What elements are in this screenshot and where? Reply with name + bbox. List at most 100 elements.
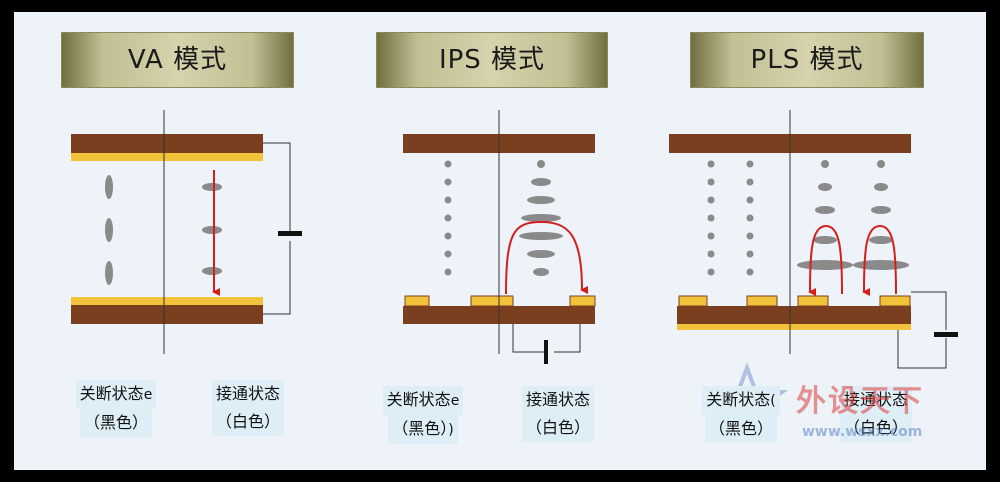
ips-off-state: 关断状态: [386, 390, 451, 409]
va-on-color: （白色）: [211, 408, 284, 436]
lc-molecule: [202, 267, 222, 275]
lc-molecule: [105, 261, 113, 285]
pls-plane-electrode: [677, 324, 911, 330]
lc-molecule: [821, 160, 829, 168]
pls-electrode: [678, 295, 708, 307]
pls-off-lc: [707, 160, 754, 276]
pls-off-color: （黑色）: [704, 415, 777, 443]
lc-molecule: [533, 268, 549, 276]
pls-on-lc: [797, 160, 909, 270]
lc-molecule: [874, 183, 888, 191]
lc-molecule: [444, 196, 452, 204]
ips-title-band: IPS 模式: [376, 32, 608, 88]
ips-on-label: 接通状态 （白色）: [508, 386, 608, 442]
ips-title: IPS 模式: [438, 45, 546, 75]
pls-circuit-wire: [897, 330, 947, 369]
lc-molecule: [707, 178, 715, 186]
va-circuit-wire: [263, 241, 291, 315]
pls-on-color: （白色）: [839, 414, 912, 442]
lc-molecule: [813, 236, 837, 244]
va-bottom-substrate: [71, 305, 263, 324]
ips-circuit-wire: [512, 324, 546, 353]
ips-stray-paren: ): [448, 422, 454, 438]
lc-molecule: [444, 250, 452, 258]
lc-molecule: [105, 175, 113, 199]
va-off-label: 关断状态e （黑色）: [66, 380, 166, 437]
diagram-drawing: [71, 110, 958, 437]
lc-molecule: [877, 160, 885, 168]
ips-panel: [403, 110, 596, 364]
pls-title: PLS 模式: [750, 45, 864, 75]
lc-molecule: [869, 236, 893, 244]
va-off-state: 关断状态: [79, 384, 144, 403]
pls-on-label: 接通状态 （白色）: [826, 386, 926, 442]
lc-molecule: [797, 260, 853, 270]
pls-off-state: 关断状态: [706, 390, 771, 409]
va-panel: [71, 110, 302, 354]
lc-molecule: [707, 160, 715, 168]
lc-molecule: [202, 226, 222, 234]
pls-capacitor: [934, 332, 958, 337]
va-bottom-electrode: [71, 297, 263, 305]
pls-electrode: [879, 295, 911, 307]
va-off-lc: [105, 175, 113, 285]
ips-off-lc: [444, 160, 452, 276]
ips-electrode: [404, 295, 430, 307]
va-top-electrode: [71, 153, 263, 161]
pls-bottom-substrate: [677, 306, 911, 324]
lc-molecule: [707, 268, 715, 276]
lc-molecule: [537, 160, 545, 168]
pls-on-state: 接通状态: [839, 386, 912, 414]
pls-electrode: [797, 295, 829, 307]
lc-molecule: [707, 232, 715, 240]
lc-molecule: [746, 160, 754, 168]
pls-stray-mark: (: [770, 393, 776, 409]
ips-stray-mark: e: [450, 393, 460, 409]
pls-electrode: [746, 295, 778, 307]
ips-off-color: （黑色）: [392, 419, 449, 438]
lc-molecule: [746, 250, 754, 258]
lc-molecule: [746, 178, 754, 186]
lc-molecule: [746, 214, 754, 222]
ips-capacitor: [544, 340, 548, 364]
va-capacitor: [278, 231, 302, 236]
pls-off-label: 关断状态( （黑色）: [686, 386, 796, 443]
lc-molecule: [818, 183, 832, 191]
pls-light-arrow: [862, 224, 897, 297]
lc-molecule: [527, 250, 555, 258]
lc-molecule: [527, 196, 555, 204]
lc-molecule: [815, 206, 835, 214]
lc-molecule: [707, 250, 715, 258]
ips-on-lc: [519, 160, 563, 276]
lc-molecule: [707, 214, 715, 222]
va-circuit-wire: [263, 142, 291, 233]
lc-molecule: [871, 206, 891, 214]
lc-molecule: [444, 268, 452, 276]
lc-molecule: [746, 268, 754, 276]
lc-molecule: [444, 232, 452, 240]
va-on-label: 接通状态 （白色）: [198, 380, 298, 436]
lc-molecule: [444, 160, 452, 168]
pls-light-arrow: [808, 224, 843, 297]
va-title-band: VA 模式: [61, 32, 294, 88]
lc-molecule: [519, 232, 563, 240]
ips-circuit-wire: [554, 324, 581, 353]
pls-panel: [669, 110, 958, 369]
lc-molecule: [202, 183, 222, 191]
ips-electrode: [569, 295, 596, 307]
ips-on-state: 接通状态: [521, 386, 594, 414]
lc-molecule: [105, 218, 113, 242]
lc-molecule: [853, 260, 909, 270]
ips-off-label: 关断状态e （黑色）): [368, 386, 478, 444]
lc-molecule: [521, 214, 561, 222]
lc-molecule: [746, 232, 754, 240]
va-stray-mark: e: [143, 387, 153, 403]
va-on-lc: [202, 183, 222, 275]
va-off-color: （黑色）: [79, 409, 152, 437]
va-on-state: 接通状态: [211, 380, 284, 408]
lc-molecule: [746, 196, 754, 204]
lc-molecule: [707, 196, 715, 204]
pls-circuit-wire: [911, 291, 947, 330]
ips-light-arrow: [505, 220, 589, 295]
